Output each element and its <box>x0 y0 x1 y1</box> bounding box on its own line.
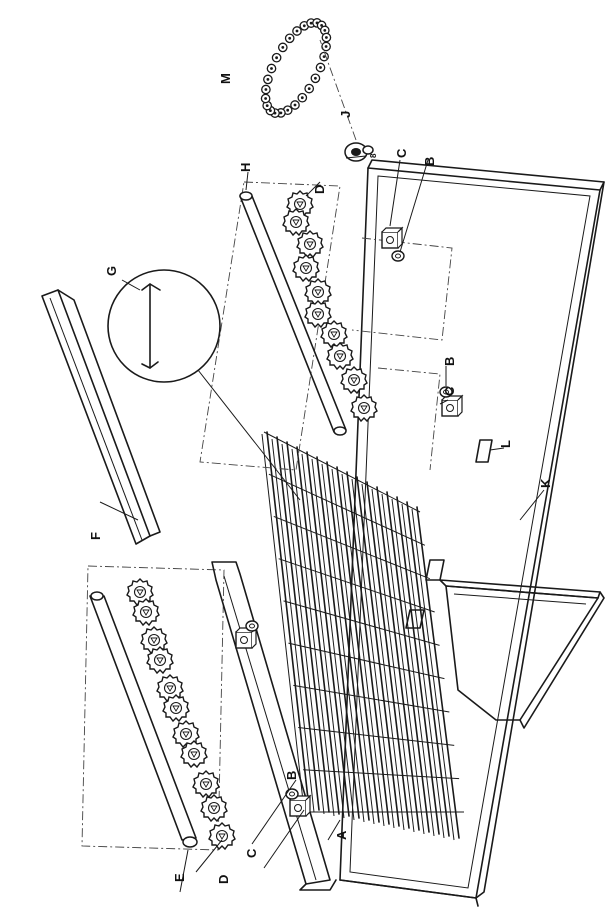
grate-bar <box>326 461 370 821</box>
grate-bar-edge <box>361 483 405 831</box>
chain-pin <box>322 55 326 58</box>
chain-pin <box>314 76 317 80</box>
callout-c-right-top: C <box>394 148 409 158</box>
chain-pin <box>300 96 304 100</box>
grate-cross-rod <box>283 600 440 646</box>
chain-pin <box>286 108 290 112</box>
chain-pin <box>325 36 328 39</box>
grate-bar-edge <box>301 453 345 819</box>
grate-cross-rod <box>288 642 445 680</box>
callout-j: J <box>338 111 353 118</box>
grate-cross-rod <box>273 515 430 580</box>
grate-bar <box>396 496 440 835</box>
callout-d-right: D <box>312 185 327 194</box>
grate-bar <box>356 476 400 827</box>
callout-e: E <box>172 873 187 882</box>
grate-bar <box>296 446 340 815</box>
grate-bar-edge <box>261 433 305 811</box>
callout-f: F <box>88 532 103 540</box>
left-side-channel <box>211 561 337 891</box>
right-sprocket-assembly <box>199 181 378 471</box>
callout-a: A <box>334 830 349 840</box>
grate-bar-edge <box>311 458 355 821</box>
drive-chain-m <box>260 18 332 118</box>
grate-cross-rod <box>263 431 421 513</box>
detail-circle-g <box>107 269 301 501</box>
grate-bar <box>406 501 450 837</box>
grate-bar <box>376 486 420 831</box>
chain-pin <box>279 111 283 115</box>
grate-bar-edge <box>391 498 435 837</box>
chain-pin <box>320 24 323 27</box>
top-channel-f <box>41 289 161 545</box>
grate-bar-edge <box>271 438 315 813</box>
grate-bar-edge <box>351 478 395 829</box>
chain-pin <box>302 24 306 28</box>
grate-bar <box>416 506 460 839</box>
grate-bar-edge <box>291 448 335 817</box>
grate-cross-rod <box>298 727 455 746</box>
chain-pin <box>323 29 327 32</box>
grate-cross-rod <box>293 684 450 713</box>
callout-small-8: 8 <box>369 153 378 158</box>
grate-bar-edge <box>321 463 365 823</box>
grate-bar <box>306 451 350 817</box>
grate-bar-edge <box>371 488 415 833</box>
chain-pin <box>309 21 313 25</box>
chain-pin <box>264 88 268 91</box>
chain-pin <box>269 109 272 112</box>
callout-g: G <box>104 266 119 276</box>
chain-pin <box>307 87 311 90</box>
callout-c-right-bottom: C <box>442 386 457 396</box>
grate-bar <box>346 471 390 825</box>
grate-bar-edge <box>411 508 455 841</box>
grate-bar <box>316 456 360 819</box>
chain-pin <box>265 104 269 107</box>
callout-c-left: C <box>244 848 259 858</box>
grate-bar-edge <box>331 468 375 825</box>
chain-pin <box>266 78 270 81</box>
chain-pin <box>319 66 322 69</box>
chain-pin <box>288 36 292 40</box>
grate-bar <box>386 491 430 833</box>
callout-h: H <box>238 163 253 172</box>
callout-b-left: B <box>284 771 299 780</box>
grate-cross-rod <box>278 558 435 613</box>
grate-bar <box>286 441 330 813</box>
callout-labels: A B B B C C C D D E F G H J K L M 8 <box>88 73 553 884</box>
grate-bar-edge <box>341 473 385 827</box>
callout-d-left: D <box>216 875 231 884</box>
grate-bar <box>266 431 310 809</box>
callout-b-right-bottom: B <box>442 357 457 366</box>
chain-pin <box>295 29 299 33</box>
grate-bar <box>366 481 410 829</box>
chain-pin <box>281 46 285 49</box>
chain-pin <box>275 56 278 60</box>
chain-pin <box>293 103 297 107</box>
callout-k: K <box>538 478 553 488</box>
chain-pin <box>270 67 273 70</box>
chain-pin <box>324 45 328 48</box>
grate-cross-rod <box>268 473 426 546</box>
left-sprocket-assembly <box>81 565 236 851</box>
drip-tray-k <box>439 579 605 729</box>
grate-bar <box>336 466 380 823</box>
callout-b-right-top: B <box>422 157 437 166</box>
leader-lines <box>99 155 545 893</box>
grate-bar <box>276 436 320 811</box>
grate-bar-edge <box>281 443 325 815</box>
grate-cross-rod <box>303 769 460 780</box>
grate-bar-edge <box>401 503 445 839</box>
callout-m: M <box>218 73 233 84</box>
chain-pin <box>264 97 267 100</box>
callout-l: L <box>498 440 513 448</box>
grate-bar-edge <box>381 493 425 835</box>
roller-grate <box>261 431 464 841</box>
main-frame <box>339 159 605 907</box>
